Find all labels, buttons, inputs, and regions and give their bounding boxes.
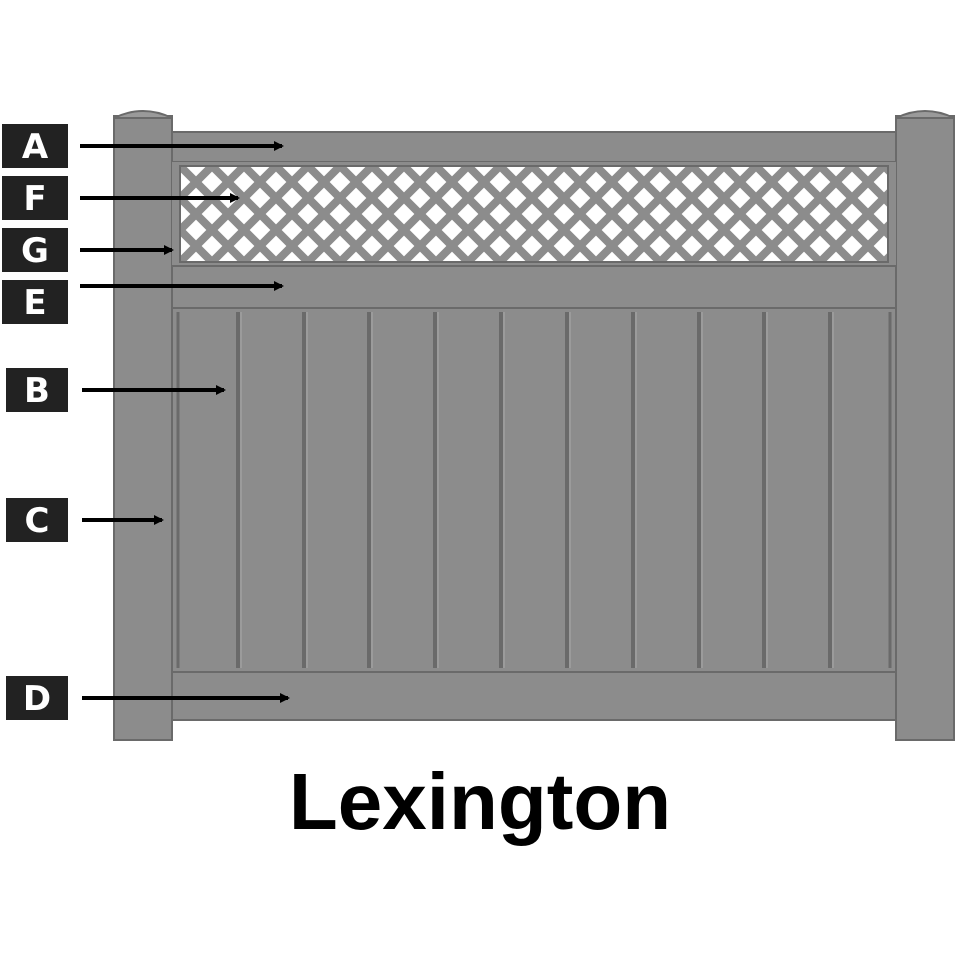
label-f: F [2,176,68,220]
label-e: E [2,280,68,324]
label-a: A [2,124,68,168]
left-post [113,110,173,741]
svg-text:G: G [21,231,49,271]
svg-text:C: C [25,501,50,541]
svg-text:F: F [23,179,46,219]
label-g: G [2,228,68,272]
label-d: D [6,676,68,720]
board-grooves [176,312,892,668]
bottom-rail [171,671,897,721]
svg-text:A: A [22,127,49,167]
right-post [895,110,955,741]
diagram-caption: Lexington [288,757,672,846]
label-c: C [6,498,68,542]
board-panel [171,307,897,673]
svg-text:E: E [23,283,46,323]
label-b: B [6,368,68,412]
lattice-panel [172,162,896,266]
svg-text:B: B [24,371,50,411]
svg-text:D: D [23,679,51,719]
